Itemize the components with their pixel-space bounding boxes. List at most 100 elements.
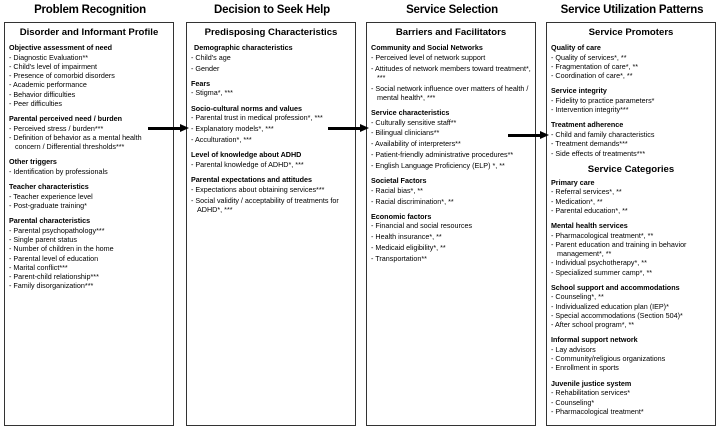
list-item: - English Language Proficiency (ELP) *, … <box>371 160 505 170</box>
arrow-decision-to-selection-icon <box>328 124 370 133</box>
list-item: - Social network influence over matters … <box>371 83 529 102</box>
arrow-shaft <box>508 134 541 137</box>
group-other-triggers: Other triggers - Identification by profe… <box>9 157 169 176</box>
group-service-characteristics: Service characteristics - Culturally sen… <box>371 108 531 170</box>
list-item: - Perceived stress / burden*** <box>9 123 104 133</box>
stage-column-service-utilization-patterns: Service Utilization Patterns Service Pro… <box>546 0 718 436</box>
group-heading: Parental perceived need / burden <box>9 113 123 123</box>
group-objective-assessment-of-need: Objective assessment of need - Diagnosti… <box>9 43 169 108</box>
group-treatment-adherence: Treatment adherence - Child and family c… <box>551 120 711 157</box>
group-parental-expectations-and-attitudes: Parental expectations and attitudes - Ex… <box>191 175 351 214</box>
list-item: - Social validity / acceptability of tre… <box>191 195 339 214</box>
list-item: - Family disorganization*** <box>9 281 94 291</box>
list-item: - Transportation** <box>371 253 427 263</box>
group-service-integrity: Service integrity - Fidelity to practice… <box>551 86 711 114</box>
list-item: - Intervention integrity*** <box>551 105 629 115</box>
group-heading: Parental expectations and attitudes <box>191 175 313 185</box>
list-item: - Racial discrimination*, ** <box>371 196 454 206</box>
list-item: - Post-graduate training* <box>9 201 87 211</box>
group-heading: Teacher characteristics <box>9 182 89 192</box>
box-predisposing-characteristics: Predisposing Characteristics Demographic… <box>186 22 356 426</box>
list-item: - Patient-friendly administrative proced… <box>371 150 514 159</box>
list-item: - Parental education*, ** <box>551 205 628 215</box>
arrow-selection-to-utilization-icon <box>508 131 550 140</box>
list-item: - Presence of comorbid disorders <box>9 71 115 81</box>
list-item: - Availability of interpreters** <box>371 139 461 149</box>
list-item: - Peer difficulties <box>9 98 62 108</box>
group-heading: Treatment adherence <box>551 120 624 130</box>
group-heading: Fears <box>191 78 211 88</box>
list-item: - Medication*, ** <box>551 196 603 206</box>
group-heading: Service characteristics <box>371 107 450 117</box>
group-heading: Quality of care <box>551 43 601 52</box>
list-item: - Counseling* <box>551 397 595 407</box>
list-item: - Teacher experience level <box>9 191 93 201</box>
group-parental-characteristics: Parental characteristics - Parental psyc… <box>9 216 169 290</box>
arrow-shaft <box>148 127 181 130</box>
list-item: - Attitudes of network members toward tr… <box>371 63 531 82</box>
list-item: - Side effects of treatments*** <box>551 148 646 158</box>
stage-title-decision-to-seek-help: Decision to Seek Help <box>214 4 330 16</box>
list-item: - Health insurance*, ** <box>371 232 442 242</box>
list-item: - Acculturation*, *** <box>191 134 252 144</box>
list-item: - Referral services*, ** <box>551 187 622 197</box>
group-heading: Juvenile justice system <box>551 378 632 388</box>
group-community-and-social-networks: Community and Social Networks - Perceive… <box>371 43 531 102</box>
box-title-service-categories: Service Categories <box>587 163 675 175</box>
group-heading: Demographic characteristics <box>194 43 293 52</box>
group-juvenile-justice-system: Juvenile justice system - Rehabilitation… <box>551 379 711 416</box>
list-item: - Lay advisors <box>551 344 596 354</box>
group-demographic-characteristics: Demographic characteristics - Child's ag… <box>191 43 351 73</box>
list-item: - Racial bias*, ** <box>371 185 423 195</box>
list-item: - Single parent status <box>9 235 77 245</box>
group-heading: Mental health services <box>551 221 628 231</box>
box-barriers-and-facilitators: Barriers and Facilitators Community and … <box>366 22 536 426</box>
list-item: - Pharmacological treatment*, ** <box>551 230 654 240</box>
stage-column-service-selection: Service Selection Barriers and Facilitat… <box>366 0 538 436</box>
group-level-of-knowledge-about-adhd: Level of knowledge about ADHD - Parental… <box>191 150 351 169</box>
arrow-head <box>360 124 369 132</box>
list-item: - Counseling*, ** <box>551 292 604 302</box>
arrow-shaft <box>328 127 361 130</box>
list-item: - Rehabilitation services* <box>551 388 631 398</box>
group-heading: Service integrity <box>551 86 607 96</box>
list-item: - Medicaid eligibility*, ** <box>371 243 446 252</box>
group-informal-support-network: Informal support network - Lay advisors … <box>551 335 711 372</box>
list-item: - Definition of behavior as a mental hea… <box>9 132 142 152</box>
list-item: - Bilingual clinicians** <box>371 128 440 138</box>
stage-title-service-selection: Service Selection <box>406 4 498 16</box>
group-socio-cultural-norms-and-values: Socio-cultural norms and values - Parent… <box>191 104 351 145</box>
arrow-head <box>180 124 189 132</box>
list-item: - Identification by professionals <box>9 166 108 176</box>
group-primary-care: Primary care - Referral services*, ** - … <box>551 178 711 215</box>
group-school-support-and-accommodations: School support and accommodations - Coun… <box>551 283 711 330</box>
list-item: - Specialized summer camp*, ** <box>551 267 653 277</box>
group-heading: Level of knowledge about ADHD <box>191 150 302 160</box>
list-item: - Pharmacological treatment* <box>551 406 644 416</box>
list-item: - Parental trust in medical profession*,… <box>191 113 323 123</box>
list-item: - Number of children in the home <box>9 244 114 254</box>
list-item: - Academic performance <box>9 80 87 90</box>
group-heading: Objective assessment of need <box>9 43 113 52</box>
list-item: - Parent-child relationship*** <box>9 271 99 281</box>
list-item: - Financial and social resources <box>371 221 473 231</box>
list-item: - Fidelity to practice parameters* <box>551 96 655 106</box>
group-heading: Primary care <box>551 177 595 187</box>
box-title: Disorder and Informant Profile <box>19 27 159 38</box>
group-heading: Societal Factors <box>371 176 427 185</box>
list-item: - Community/religious organizations <box>551 354 666 364</box>
arrow-problem-to-decision-icon <box>148 124 190 133</box>
group-quality-of-care: Quality of care - Quality of services*, … <box>551 43 711 80</box>
stage-column-decision-to-seek-help: Decision to Seek Help Predisposing Chara… <box>186 0 358 436</box>
list-item: - Parent education and training in behav… <box>551 239 687 259</box>
list-item: - Culturally sensitive staff** <box>371 117 457 127</box>
list-item: - Coordination of care*, ** <box>551 71 633 81</box>
list-item: - Marital conflict*** <box>9 262 68 272</box>
list-item: - Quality of services*, ** <box>551 52 627 62</box>
stage-column-problem-recognition: Problem Recognition Disorder and Informa… <box>4 0 176 436</box>
group-heading: School support and accommodations <box>551 282 680 292</box>
list-item: - Gender <box>191 63 220 73</box>
group-heading: Informal support network <box>551 335 638 345</box>
list-item: - Child's age <box>191 52 231 62</box>
group-mental-health-services: Mental health services - Pharmacological… <box>551 221 711 277</box>
